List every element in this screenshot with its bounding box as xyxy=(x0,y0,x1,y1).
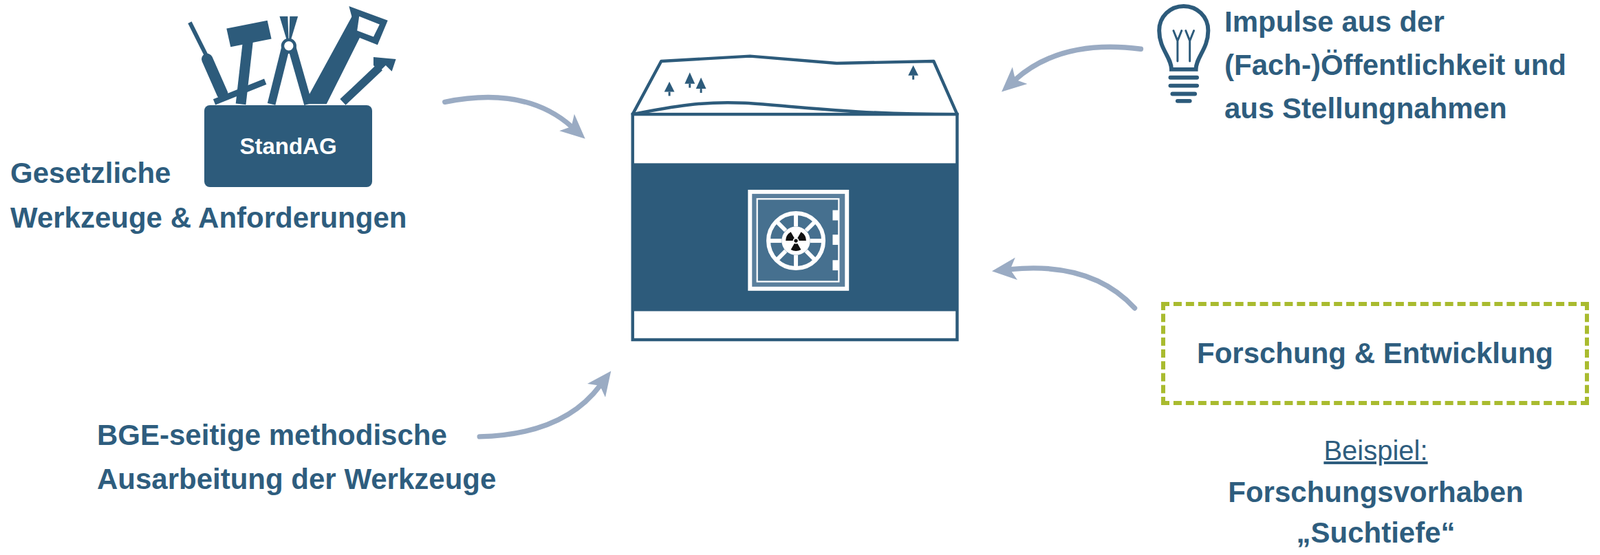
input-arrows xyxy=(445,46,1142,437)
requirement-label: Gesetzliche Werkzeuge & Anforderungen xyxy=(10,150,424,241)
dashed-box: Forschung & Entwicklung xyxy=(1161,301,1589,406)
wrap-spacer xyxy=(189,150,424,158)
method-label-text: BGE-seitige methodische Ausarbeitung der… xyxy=(96,418,496,496)
impulse-label: Impulse aus der (Fach-)Öffentlichkeit un… xyxy=(1224,0,1596,131)
impulse-label-text: Impulse aus der (Fach-)Öffentlichkeit un… xyxy=(1224,5,1567,125)
project-label: Forschungsvorhaben „Suchtiefe“ xyxy=(1210,471,1541,554)
example-label: Beispiel: xyxy=(1272,429,1479,472)
toolbox-box: StandAG xyxy=(204,105,373,188)
project-label-text: Forschungsvorhaben „Suchtiefe“ xyxy=(1227,476,1523,549)
node-text: Forschung & Entwicklung xyxy=(1196,337,1554,371)
tools-icon xyxy=(189,6,397,104)
method-label: BGE-seitige methodische Ausarbeitung der… xyxy=(96,413,538,502)
requirement-label-text: Gesetzliche Werkzeuge & Anforderungen xyxy=(10,156,407,234)
node-text: StandAG xyxy=(239,133,337,160)
example-label-text: Beispiel: xyxy=(1323,435,1428,466)
repository-illustration xyxy=(632,56,958,340)
lightbulb-icon xyxy=(1159,6,1208,102)
